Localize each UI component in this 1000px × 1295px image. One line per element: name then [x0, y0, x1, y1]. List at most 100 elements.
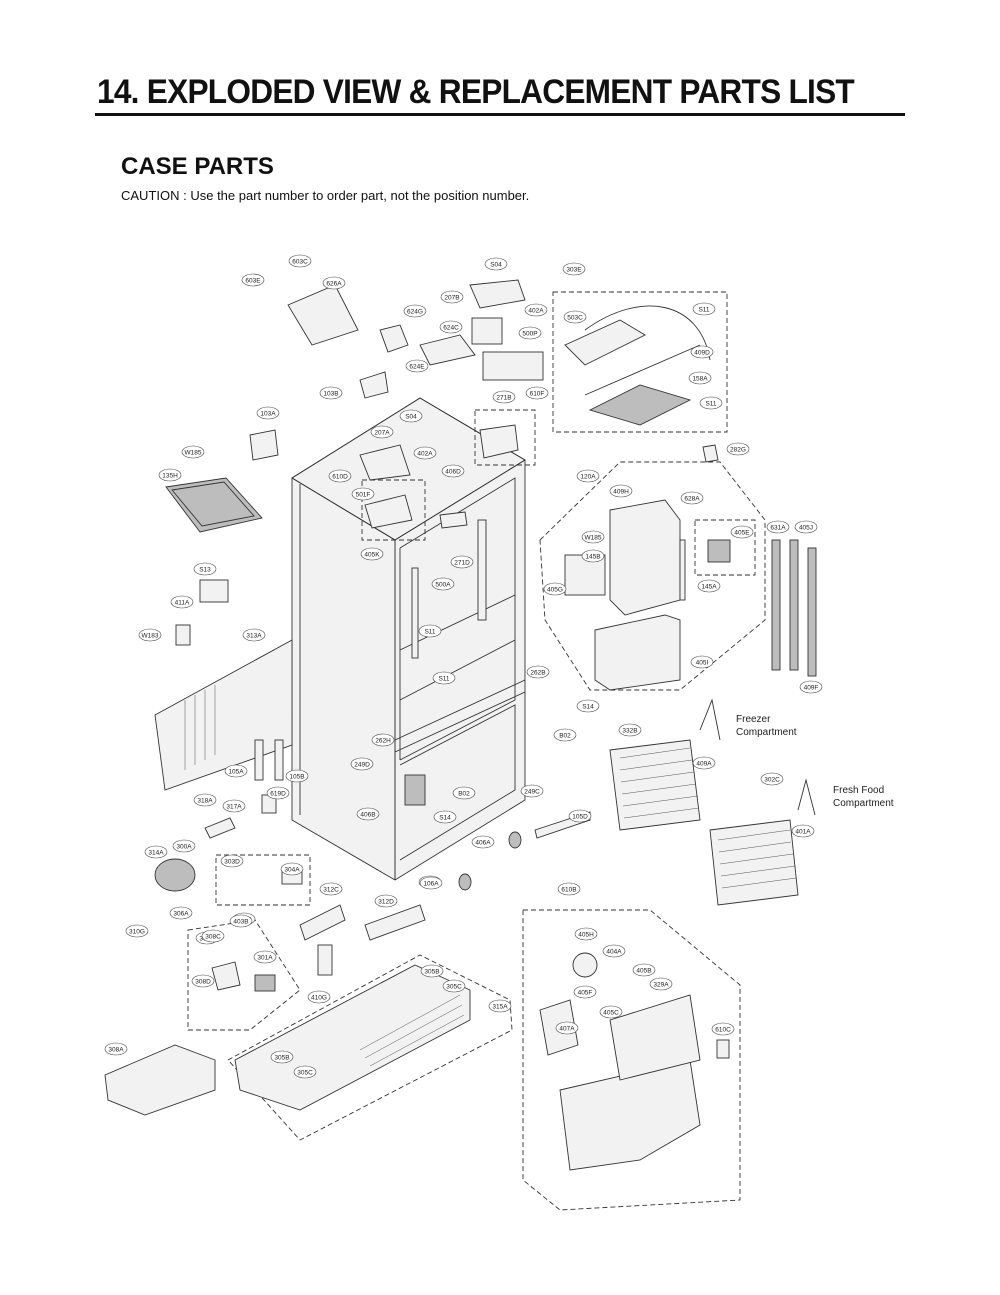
callout-bubble [374, 894, 398, 908]
callout-text: 628A [684, 495, 700, 502]
callout-bubble [450, 555, 474, 569]
callout-308c: 308C [201, 929, 225, 943]
callout-145b: 145B [581, 549, 605, 563]
callout-text: 312D [378, 898, 394, 905]
callout-402a: 402A [413, 446, 437, 460]
callout-text: 305B [424, 968, 439, 975]
callout-bubble [193, 562, 217, 576]
callout-bubble [562, 262, 586, 276]
callout-405h: 405H [574, 927, 598, 941]
callout-405b: 405B [632, 963, 656, 977]
callout-403b: 403B [229, 914, 253, 928]
callout-text: 409H [613, 488, 629, 495]
callout-105d: 105D [568, 809, 592, 823]
callout-bubble [293, 1065, 317, 1079]
callout-text: 405G [547, 586, 563, 593]
callout-text: 610D [332, 473, 348, 480]
callout-text: 624C [443, 324, 459, 331]
callout-bubble [442, 979, 466, 993]
callout-610c: 610C [711, 1022, 735, 1036]
callout-bubble [253, 950, 277, 964]
caution-note: CAUTION : Use the part number to order p… [121, 188, 530, 203]
callout-b02: B02 [452, 786, 476, 800]
callout-bubble [690, 345, 714, 359]
callout-text: 624E [409, 363, 425, 370]
callout-bubble [256, 406, 280, 420]
callout-bubble [158, 468, 182, 482]
callout-text: 410G [311, 994, 327, 1001]
fresh-food-compartment-label-line2: Compartment [833, 798, 894, 809]
callout-text: 145B [585, 553, 600, 560]
callout-bubble [563, 310, 587, 324]
callout-bubble [399, 409, 423, 423]
callout-text: 308D [195, 978, 211, 985]
callout-s04: S04 [399, 409, 423, 423]
callout-bubble [125, 924, 149, 938]
callout-bubble [170, 595, 194, 609]
base-and-duct [234, 811, 730, 1171]
callout-407a: 407A [555, 1021, 579, 1035]
callout-106a: 106A [419, 876, 443, 890]
callout-text: 610F [530, 390, 545, 397]
callout-b02: B02 [553, 728, 577, 742]
callout-249d: 249D [350, 757, 374, 771]
callout-610d: 610D [328, 469, 352, 483]
callout-text: S04 [405, 413, 417, 420]
callout-text: 624G [407, 308, 423, 315]
callout-s13: S13 [193, 562, 217, 576]
callout-bubble [440, 290, 464, 304]
callout-s14: S14 [576, 699, 600, 713]
callout-bubble [557, 882, 581, 896]
callout-bubble [760, 772, 784, 786]
callout-text: 500A [435, 581, 451, 588]
callout-text: 302C [764, 776, 780, 783]
callout-301a: 301A [253, 950, 277, 964]
callout-text: 626A [326, 280, 342, 287]
callout-409h: 409H [609, 484, 633, 498]
callout-bubble [270, 1050, 294, 1064]
callout-503c: 503C [563, 310, 587, 324]
callout-text: 503C [567, 314, 583, 321]
callout-text: S14 [582, 703, 594, 710]
callout-bubble [699, 396, 723, 410]
callout-text: 405F [578, 989, 593, 996]
callout-text: S11 [424, 628, 435, 635]
callout-text: S04 [490, 261, 502, 268]
callout-317a: 317A [222, 799, 246, 813]
callout-624e: 624E [405, 359, 429, 373]
callout-bubble [356, 807, 380, 821]
callout-628a: 628A [680, 491, 704, 505]
callout-text: 315A [492, 1003, 508, 1010]
callout-text: 105A [228, 768, 244, 775]
callout-405g: 405G [543, 582, 567, 596]
ice-maker-assembly [564, 305, 711, 426]
callout-405f: 405F [573, 985, 597, 999]
callout-bubble [794, 520, 818, 534]
callout-bubble [144, 845, 168, 859]
callout-bubble [413, 446, 437, 460]
callout-207b: 207B [440, 290, 464, 304]
callout-271d: 271D [450, 555, 474, 569]
fresh-food-compartment-label-line1: Fresh Food [833, 785, 884, 796]
callout-text: 406D [445, 468, 461, 475]
callout-bubble [543, 582, 567, 596]
callout-text: 407A [559, 1025, 575, 1032]
callout-s14: S14 [433, 810, 457, 824]
callout-text: 314A [148, 849, 164, 856]
callout-bubble [697, 579, 721, 593]
callout-405j: 405J [794, 520, 818, 534]
callout-text: 603E [245, 277, 261, 284]
callout-bubble [405, 359, 429, 373]
callout-text: 301A [257, 954, 273, 961]
callout-s04: S04 [484, 257, 508, 271]
freezer-compartment-label-line2: Compartment [736, 727, 797, 738]
callout-306a: 306A [169, 906, 193, 920]
callout-bubble [351, 487, 375, 501]
callout-text: 405B [636, 967, 651, 974]
callout-282g: 282G [726, 442, 750, 456]
callout-bubble [471, 835, 495, 849]
callout-bubble [632, 963, 656, 977]
callout-bubble [452, 786, 476, 800]
callout-text: 317A [226, 803, 242, 810]
